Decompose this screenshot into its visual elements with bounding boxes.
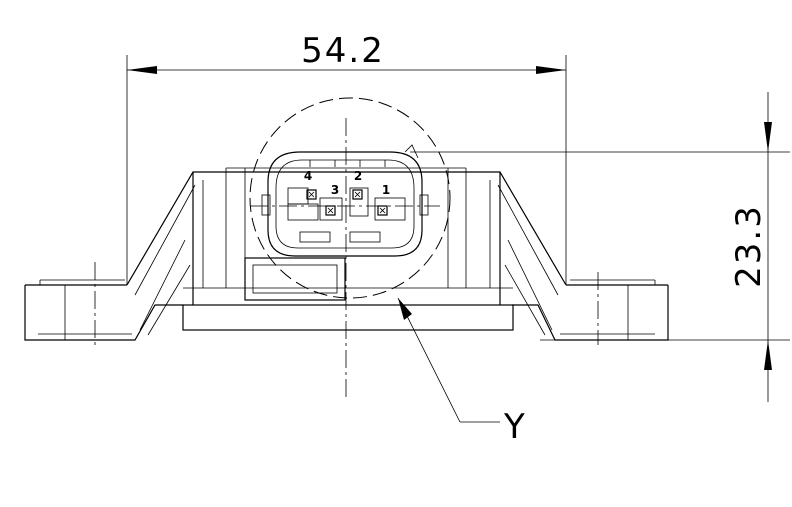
height-dimension: 23.3 [410, 92, 790, 402]
pin-2: 2 [349, 169, 369, 217]
detail-leader: Y [397, 297, 525, 447]
pin-4-label: 4 [304, 169, 312, 183]
pin-3: 3 [319, 183, 343, 221]
sensor-body [24, 167, 669, 341]
pin-1: 1 [374, 183, 406, 221]
width-dimension: 54.2 [126, 31, 567, 285]
connector: 4 3 2 1 [261, 144, 429, 257]
width-dimension-label: 54.2 [301, 31, 385, 71]
center-lines [94, 118, 599, 400]
height-dimension-label: 23.3 [729, 204, 769, 288]
detail-label: Y [503, 407, 525, 447]
pin-4: 4 [287, 169, 319, 221]
pin-3-label: 3 [331, 183, 339, 197]
pin-1-label: 1 [382, 183, 390, 197]
detail-circle [249, 97, 451, 299]
pin-2-label: 2 [354, 169, 362, 183]
